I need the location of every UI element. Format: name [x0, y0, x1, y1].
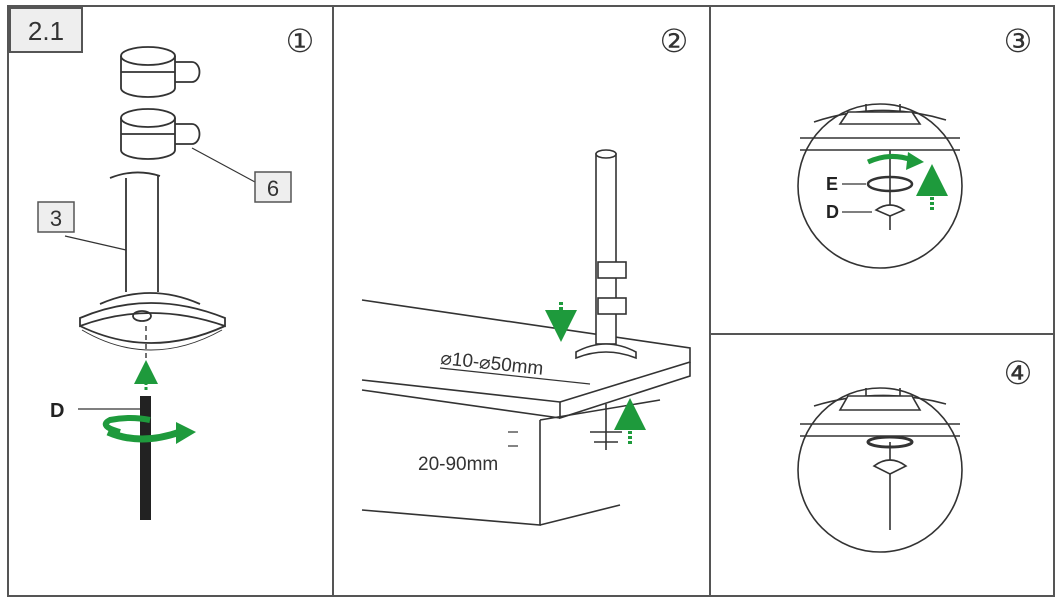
step-number-1: ①: [286, 23, 315, 59]
desk: [361, 299, 691, 526]
panel-4-illustration: [797, 387, 963, 553]
pole: [109, 171, 161, 292]
panel-3-illustration: [797, 103, 963, 269]
pole-collar-bottom: [120, 108, 201, 160]
panel-2-illustration: [361, 149, 691, 526]
part-label-d: D: [50, 400, 64, 422]
svg-text:2.1: 2.1: [28, 16, 64, 46]
hole-size-label: ⌀10-⌀50mm: [439, 348, 544, 380]
part-label-3: 3: [37, 201, 75, 233]
pole-collar-top: [120, 46, 201, 98]
step-number-3: ③: [1004, 23, 1033, 59]
svg-text:3: 3: [50, 206, 62, 231]
under-desk-clamp: [590, 404, 622, 450]
step-number-4: ④: [1004, 355, 1033, 391]
rotate-arrow-icon: [102, 415, 196, 444]
part-label-d: D: [826, 202, 839, 222]
section-label: 2.1: [9, 7, 83, 53]
desk-thickness-label: 20-90mm: [418, 454, 498, 475]
part-label-e: E: [826, 174, 838, 194]
pole: [575, 149, 637, 360]
part-label-6: 6: [254, 171, 292, 203]
panel-1-illustration: [64, 46, 256, 410]
step-number-2: ②: [660, 23, 689, 59]
desk-base-plate: [79, 292, 226, 351]
rotate-arrow-icon: [866, 152, 924, 170]
threaded-rod: [140, 396, 151, 520]
panel-frame: [7, 5, 1055, 597]
svg-text:6: 6: [267, 176, 279, 201]
